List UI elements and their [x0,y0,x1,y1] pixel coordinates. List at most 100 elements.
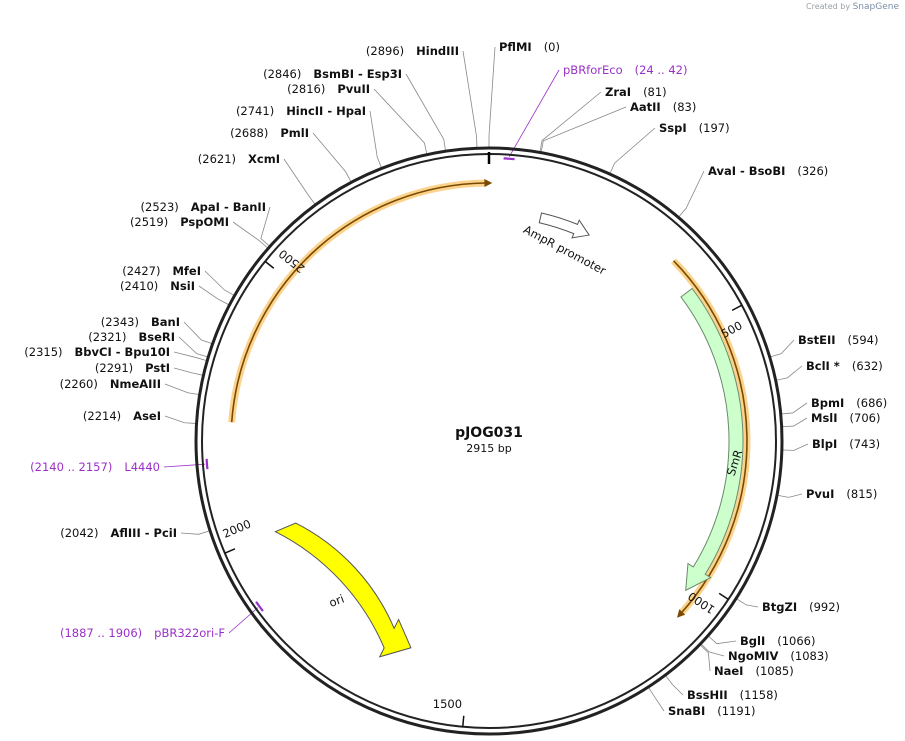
enzyme-label[interactable]: (2343)BanI [101,315,180,329]
enzyme-label[interactable]: (2291)PstI [95,361,170,375]
enzyme-leader-line [776,365,803,381]
enzyme-label[interactable]: BssHII(1158) [687,688,778,702]
enzyme-label[interactable]: BlpI(743) [812,437,880,451]
enzyme-leader-line [782,417,808,427]
enzyme-name[interactable]: BtgZI [762,600,797,614]
enzyme-label[interactable]: AatII(83) [630,100,696,114]
enzyme-name[interactable]: BstEII [798,333,836,347]
credit-text: Created by [806,2,851,11]
enzyme-name[interactable]: BssHII [687,688,728,702]
enzyme-label[interactable]: (2260) NmeAIII [60,377,161,391]
enzyme-name[interactable]: HincII - HpaI [286,104,366,118]
enzyme-label[interactable]: (2315)BbvCI - Bpu10I [24,345,170,359]
enzyme-label[interactable]: (2042) AflIII - PciI [60,526,177,540]
enzyme-label[interactable]: (2523)ApaI - BanII [141,200,266,214]
enzyme-name[interactable]: NgoMIV [728,649,778,663]
primer-label[interactable]: (1887 .. 1906) pBR322ori-F [60,626,225,640]
enzyme-name[interactable]: XcmI [248,152,280,166]
enzyme-label[interactable]: SnaBI(1191) [668,704,756,718]
enzyme-label[interactable]: NaeI(1085) [714,664,794,678]
enzyme-label[interactable]: (2427)MfeI [122,264,201,278]
enzyme-position: (2519) [130,215,168,229]
ruler-tick-mark [264,260,275,269]
enzyme-position: (2042) [60,526,98,540]
enzyme-label[interactable]: BglI(1066) [740,634,815,648]
enzyme-name[interactable]: BpmI [811,396,844,410]
enzyme-name[interactable]: BbvCI - Bpu10I [75,345,170,359]
enzyme-name[interactable]: ApaI - BanII [191,200,266,214]
enzyme-label[interactable]: (2321) BseRI [88,330,175,344]
enzyme-label[interactable]: SspI(197) [659,121,730,135]
enzyme-leader-line [180,530,210,535]
enzyme-name[interactable]: MslI [811,411,838,425]
enzyme-name[interactable]: AseI [133,409,161,423]
enzyme-label[interactable]: NgoMIV(1083) [728,649,829,663]
enzyme-name[interactable]: PmlI [280,126,309,140]
enzyme-name[interactable]: BseRI [138,330,175,344]
primer-name[interactable]: L4440 [124,460,160,474]
enzyme-name[interactable]: SnaBI [668,704,705,718]
enzyme-name[interactable]: PvuII [337,82,370,96]
primer-label[interactable]: pBRforEco(24 .. 42) [563,63,688,77]
primer-mark [255,601,264,612]
enzyme-leader-line [665,675,684,696]
enzyme-name[interactable]: PflMI [499,40,532,54]
primer-label[interactable]: (2140 .. 2157) L4440 [30,460,160,474]
enzyme-position: (2321) [88,330,126,344]
enzyme-name[interactable]: NmeAIII [110,377,161,391]
enzyme-name[interactable]: BanI [151,315,180,329]
enzyme-leader-line [770,339,795,358]
enzyme-name[interactable]: BsmBI - Esp3I [313,67,402,81]
primer-name[interactable]: pBRforEco [563,63,623,77]
enzyme-label[interactable]: PvuI(815) [806,487,877,501]
enzyme-name[interactable]: MfeI [172,264,201,278]
enzyme-name[interactable]: PstI [145,361,170,375]
enzyme-name[interactable]: BlpI [812,437,837,451]
enzyme-label[interactable]: PflMI (0) [499,40,560,54]
enzyme-position: (0) [544,40,560,54]
enzyme-leader-line [198,285,229,305]
enzyme-label[interactable]: MslI(706) [811,411,880,425]
primer-leader-line [163,463,205,468]
enzyme-leader-line [183,321,212,344]
enzyme-label[interactable]: BpmI (686) [811,396,887,410]
enzyme-name[interactable]: BclI * [806,359,840,373]
enzyme-position: (686) [856,396,887,410]
enzyme-name[interactable]: AflIII - PciI [110,526,177,540]
enzyme-label[interactable]: AvaI - BsoBI(326) [708,164,828,178]
enzyme-name[interactable]: PspOMI [180,215,229,229]
enzyme-label[interactable]: (2519) PspOMI [130,215,229,229]
enzyme-position: (2260) [60,377,98,391]
enzyme-leader-line [648,687,665,712]
enzyme-name[interactable]: AvaI - BsoBI [708,164,785,178]
enzyme-name[interactable]: BglI [740,634,765,648]
enzyme-name[interactable]: NsiI [170,279,195,293]
enzyme-name[interactable]: SspI [659,121,687,135]
enzyme-leader-line [736,598,759,608]
enzyme-label[interactable]: (2896)HindIII [366,44,459,58]
primer-range: (2140 .. 2157) [30,460,112,474]
enzyme-label[interactable]: (2410)NsiI [120,279,195,293]
enzyme-label[interactable]: BstEII(594) [798,333,878,347]
enzyme-name[interactable]: AatII [630,100,661,114]
enzyme-label[interactable]: (2621)XcmI [198,152,280,166]
enzyme-label[interactable]: (2214)AseI [83,409,161,423]
enzyme-label[interactable]: (2741)HincII - HpaI [236,104,366,118]
enzyme-name[interactable]: ZraI [605,85,631,99]
enzyme-label[interactable]: BclI *(632) [806,359,883,373]
enzyme-position: (2816) [287,82,325,96]
enzyme-leader-line [781,402,808,415]
enzyme-name[interactable]: HindIII [416,44,459,58]
enzyme-name[interactable]: PvuI [806,487,834,501]
enzyme-leader-line [405,73,446,151]
primer-name[interactable]: pBR322ori-F [154,626,225,640]
primer-range: (1887 .. 1906) [60,626,142,640]
enzyme-name[interactable]: NaeI [714,664,743,678]
enzyme-label[interactable]: BtgZI(992) [762,600,840,614]
enzyme-label[interactable]: (2688)PmlI [230,126,309,140]
enzyme-label[interactable]: ZraI(81) [605,85,667,99]
enzyme-label[interactable]: (2816) PvuII [287,82,370,96]
enzyme-leader-line [488,46,496,147]
enzyme-label[interactable]: (2846)BsmBI - Esp3I [263,67,402,81]
